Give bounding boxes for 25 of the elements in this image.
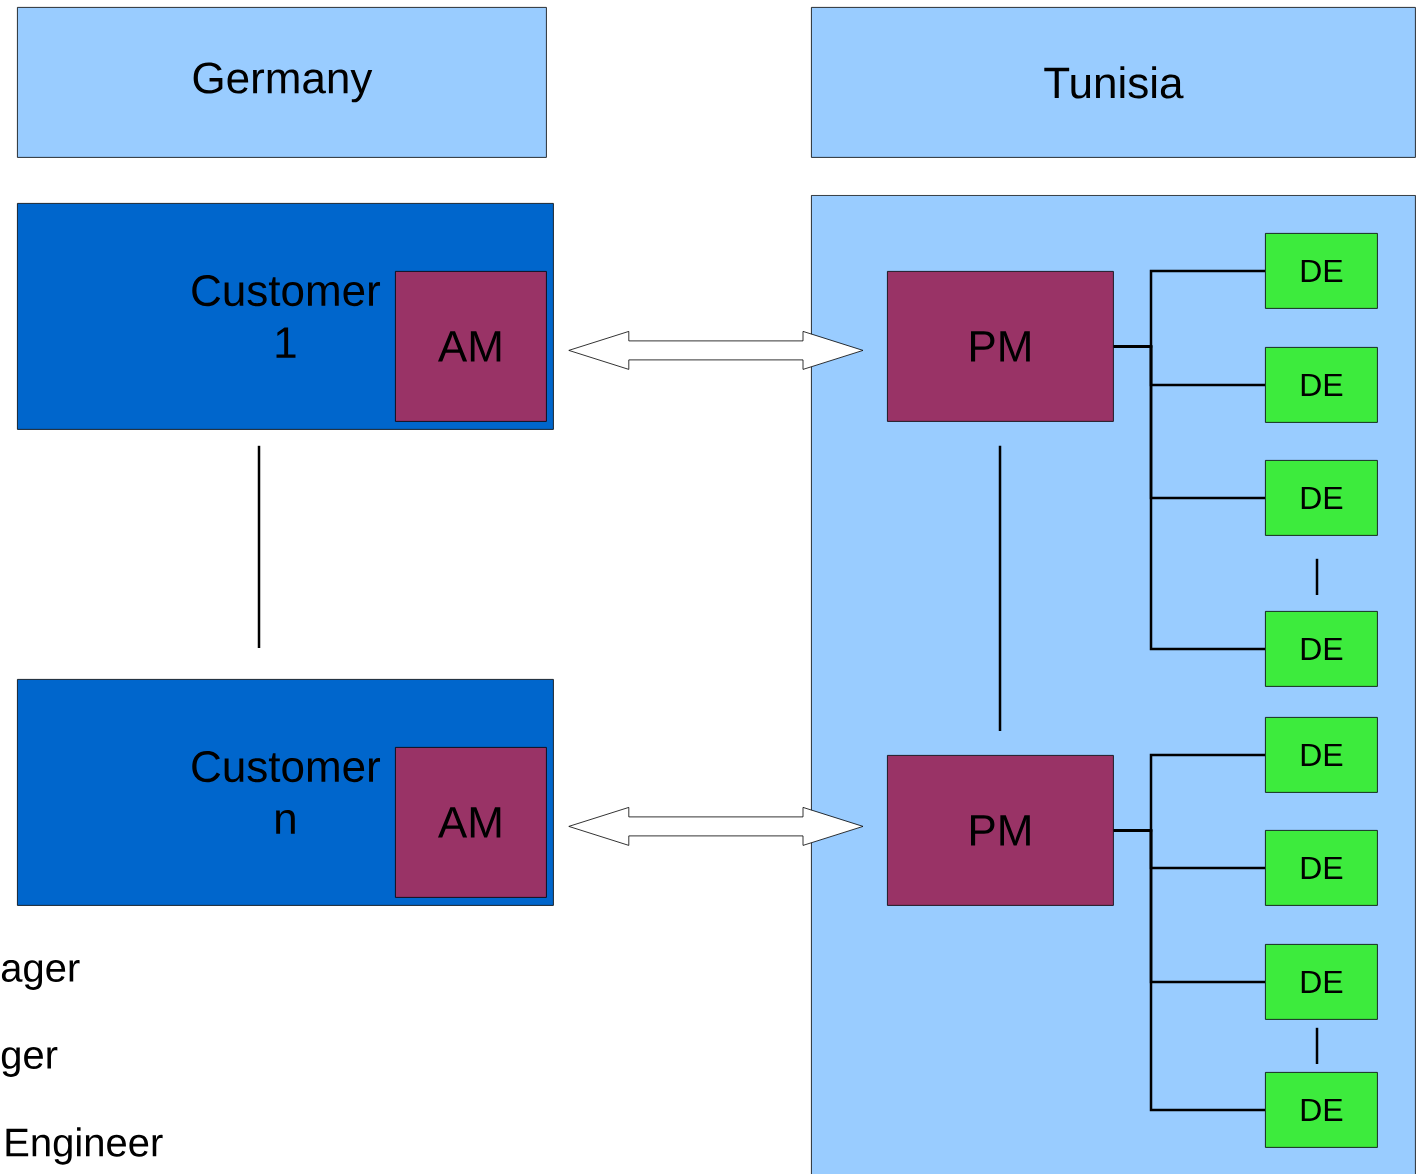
engineer-box: DE — [1265, 944, 1378, 1020]
region-header: Germany — [17, 7, 547, 158]
role-box: AM — [395, 747, 547, 898]
engineer-box: DE — [1265, 717, 1378, 793]
connector-line — [1113, 829, 1265, 1112]
role-box: AM — [395, 271, 547, 422]
double-arrow — [568, 807, 864, 846]
legend-text: ger — [1, 1047, 58, 1077]
connector-line — [998, 445, 1002, 731]
connector-line — [1315, 558, 1319, 595]
engineer-box: DE — [1265, 233, 1378, 309]
engineer-box: DE — [1265, 1072, 1378, 1148]
legend-text: ager — [1, 960, 80, 990]
role-box: PM — [887, 271, 1114, 422]
legend-text: Engineer — [6, 1127, 163, 1165]
engineer-box: DE — [1265, 611, 1378, 687]
double-arrow — [568, 331, 864, 370]
engineer-box: DE — [1265, 830, 1378, 906]
connector-line — [257, 445, 261, 648]
region-header: Tunisia — [811, 7, 1416, 158]
engineer-box: DE — [1265, 347, 1378, 423]
connector-line — [1113, 345, 1265, 651]
connector-line — [1315, 1027, 1319, 1064]
engineer-box: DE — [1265, 460, 1378, 536]
role-box: PM — [887, 755, 1114, 906]
